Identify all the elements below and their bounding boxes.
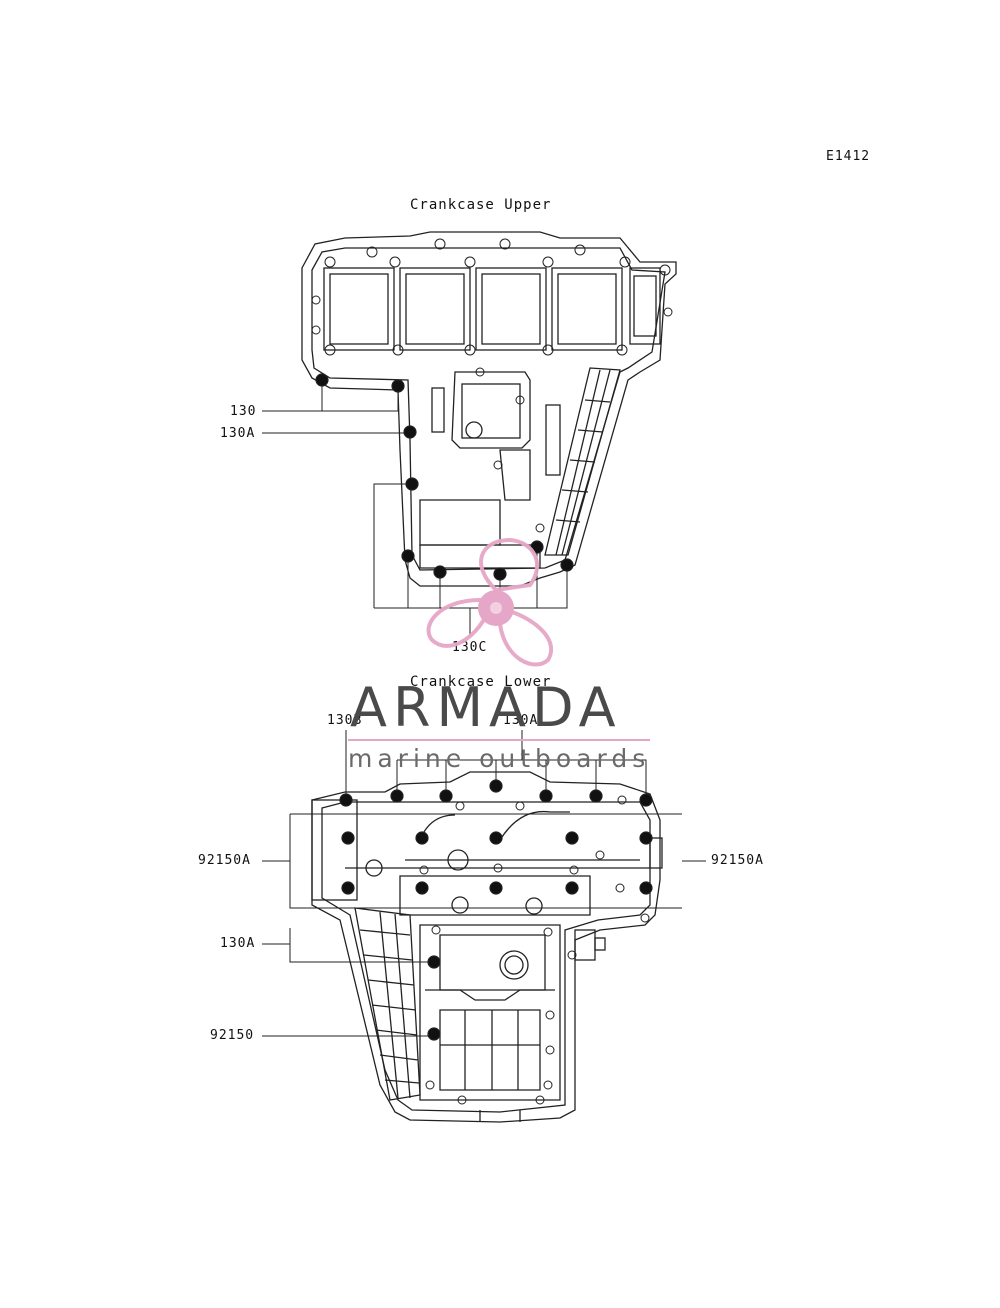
cylinder-box-4 [557, 273, 617, 345]
cylinder-box-1 [329, 273, 389, 345]
section-title-upper: Crankcase Upper [410, 197, 552, 213]
callout-lower-92150a-left: 92150A [198, 853, 251, 868]
watermark-tagline: marine outboards [348, 744, 651, 773]
callout-upper-130: 130 [230, 404, 257, 419]
callout-lower-130b: 130B [327, 713, 363, 728]
callout-lower-92150a-right: 92150A [711, 853, 764, 868]
callout-lower-130a-top: 130A [503, 713, 539, 728]
diagram-code: E1412 [826, 149, 871, 164]
callout-lower-92150: 92150 [210, 1028, 255, 1043]
cylinder-box-2 [405, 273, 465, 345]
cylinder-box-3 [481, 273, 541, 345]
section-title-lower: Crankcase Lower [410, 674, 552, 690]
watermark-brand: ARMADA [350, 676, 622, 739]
callout-lower-130a-left: 130A [220, 936, 256, 951]
callout-upper-130c: 130C [452, 640, 488, 655]
callout-upper-130a: 130A [220, 426, 256, 441]
